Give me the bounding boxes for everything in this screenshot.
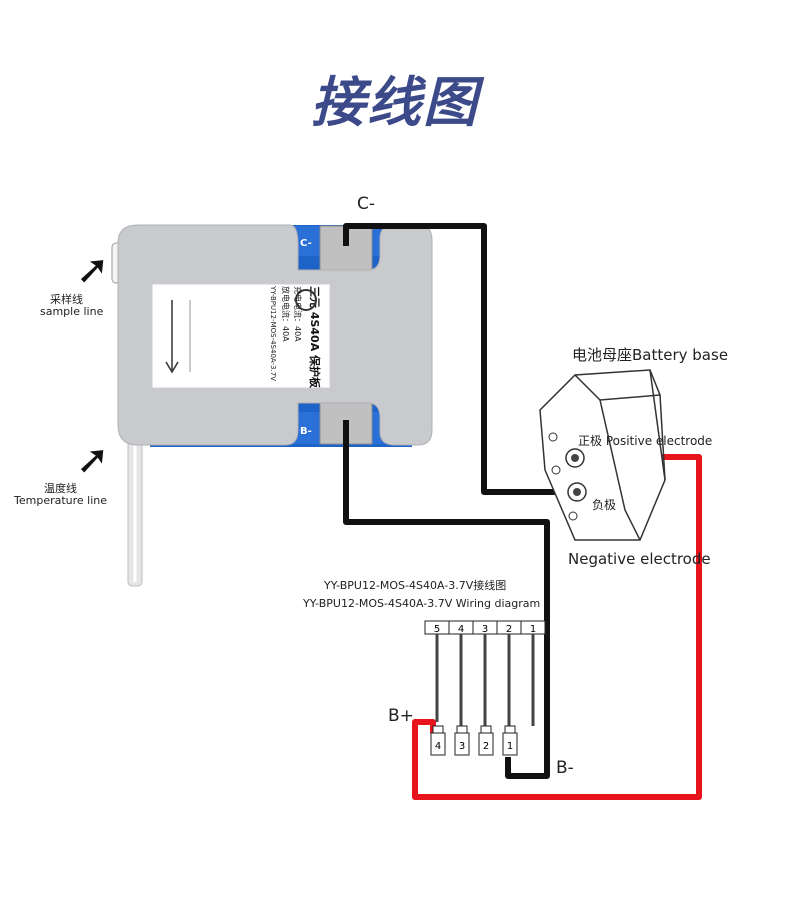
b-plus-label: B+ — [388, 706, 414, 726]
board-charge-current: 充电电流：40A — [293, 286, 303, 342]
temperature-line-label-en: Temperature line — [14, 494, 108, 507]
temperature-line-label-cn: 温度线 — [44, 482, 77, 495]
battery-cell-label: 3 — [459, 741, 465, 752]
board-logo-icon — [295, 289, 317, 311]
wire-b-plus — [412, 454, 702, 800]
pad-label-b-minus: B- — [300, 426, 312, 437]
battery-cell-label: 1 — [507, 741, 513, 752]
wire-c-minus — [343, 223, 570, 495]
battery-cell-label: 4 — [435, 741, 441, 752]
board-model: YY-BPU12-MOS-4S40A-3.7V — [269, 285, 277, 381]
sample-line-label-en: sample line — [40, 305, 104, 318]
battery-cell-label: 2 — [483, 741, 489, 752]
temperature-line-arrow-icon: ➚ — [76, 437, 110, 483]
board-label — [151, 283, 331, 389]
sample-line-arrow-icon: ➚ — [76, 247, 110, 293]
positive-electrode-label: 正极 Positive electrode — [578, 434, 713, 448]
connector-pin-label: 1 — [530, 624, 536, 635]
pad-label-c-minus: C- — [300, 238, 312, 249]
temperature-probe — [126, 425, 144, 587]
connector-pin-label: 3 — [482, 624, 488, 635]
battery-base — [539, 369, 666, 541]
page-title: 接线图 — [311, 71, 479, 134]
negative-electrode-label-en: Negative electrode — [568, 550, 711, 568]
model-label-en: YY-BPU12-MOS-4S40A-3.7V Wiring diagram — [303, 597, 541, 610]
connector-pin-label: 2 — [506, 624, 512, 635]
wire-b-minus — [343, 420, 550, 779]
connector-pin-label: 5 — [434, 624, 440, 635]
battery-base-label: 电池母座Battery base — [572, 346, 729, 364]
b-minus-label: B- — [556, 758, 574, 778]
board-name: 三元 4S40A 保护板 — [308, 286, 322, 389]
negative-electrode-label-cn: 负极 — [592, 498, 617, 512]
board-discharge-current: 放电电流：40A — [281, 286, 291, 342]
discharge-arrow-icon — [165, 300, 179, 374]
sample-line-label-cn: 采样线 — [50, 293, 83, 306]
c-minus-label: C- — [357, 194, 376, 214]
connector-header: 5 4 3 2 1 — [424, 620, 546, 726]
cell-stack: 4 3 2 1 — [430, 725, 518, 756]
model-label-cn: YY-BPU12-MOS-4S40A-3.7V接线图 — [324, 579, 507, 592]
connector-pin-label: 4 — [458, 624, 464, 635]
